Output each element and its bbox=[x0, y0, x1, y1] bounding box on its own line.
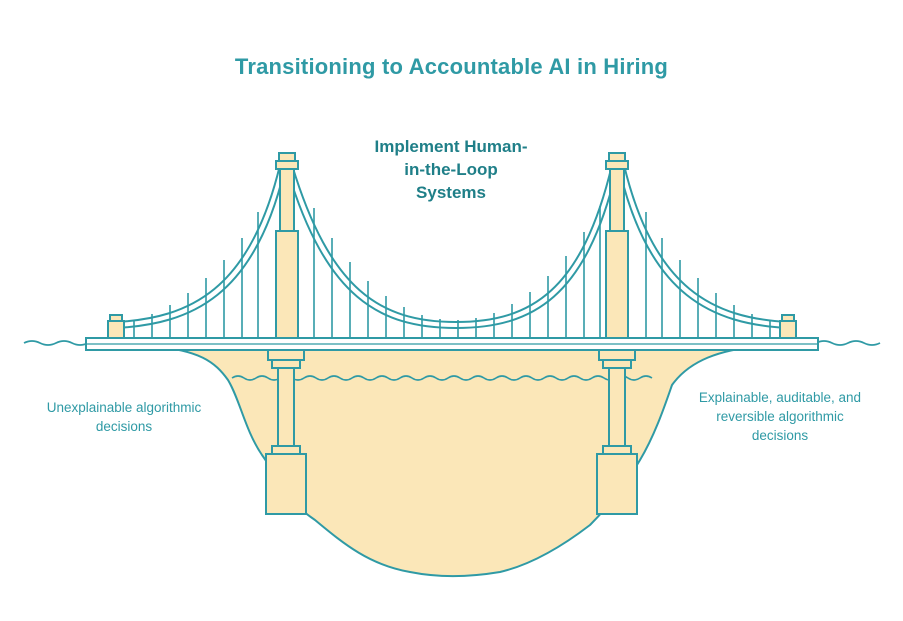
main-cables bbox=[115, 164, 789, 330]
right-anchorage bbox=[779, 314, 797, 339]
page-title: Transitioning to Accountable AI in Hirin… bbox=[234, 54, 669, 79]
bridge-label-line-2: in-the-Loop bbox=[404, 160, 498, 179]
left-bank-line-1: Unexplainable algorithmic bbox=[46, 400, 202, 415]
left-anchorage bbox=[107, 314, 125, 339]
right-pier bbox=[596, 349, 638, 515]
right-tower bbox=[605, 152, 629, 339]
ravine-fill bbox=[91, 343, 819, 578]
ravine-water-line bbox=[231, 375, 653, 381]
bridge-label-line-3: Systems bbox=[416, 183, 486, 202]
right-shore-line bbox=[815, 340, 881, 346]
bridge-label-line-1: Implement Human- bbox=[374, 137, 528, 156]
left-bank-line-2: decisions bbox=[95, 419, 153, 434]
left-tower bbox=[275, 152, 299, 339]
right-bank-label: Explainable, auditable, and reversible a… bbox=[680, 388, 880, 445]
right-bank-line-2: reversible algorithmic bbox=[716, 409, 844, 424]
left-bank-label: Unexplainable algorithmic decisions bbox=[24, 398, 224, 436]
suspender-cables bbox=[133, 206, 771, 338]
right-bank-line-1: Explainable, auditable, and bbox=[698, 390, 862, 405]
left-pier bbox=[265, 349, 307, 515]
bridge-label: Implement Human- in-the-Loop Systems bbox=[338, 135, 564, 204]
right-bank-line-3: decisions bbox=[751, 428, 809, 443]
